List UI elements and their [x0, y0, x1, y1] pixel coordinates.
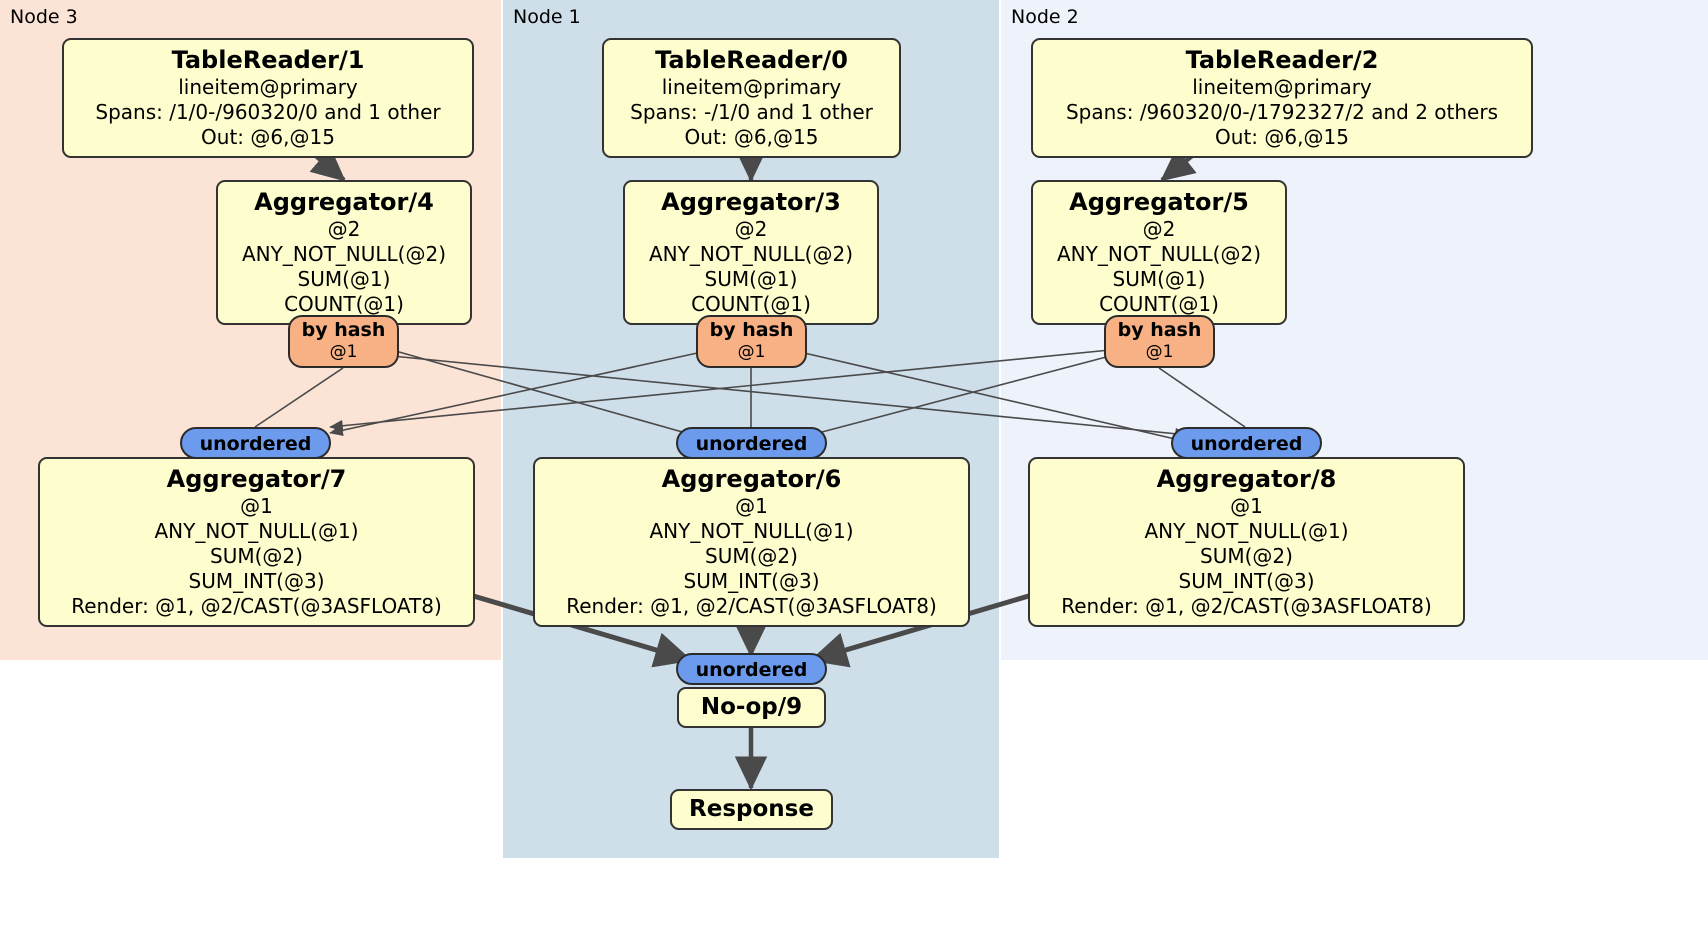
router-sublabel: @1 — [1145, 342, 1174, 362]
processor-detail-line: @2 — [327, 217, 361, 241]
processor-aggregator-7[interactable]: Aggregator/7 @1 ANY_NOT_NULL(@1) SUM(@2)… — [38, 457, 475, 627]
processor-title: TableReader/2 — [1185, 46, 1379, 74]
processor-detail-line: SUM(@2) — [705, 544, 798, 568]
processor-detail-line: Render: @1, @2/CAST(@3ASFLOAT8) — [71, 594, 442, 618]
processor-detail-line: Out: @6,@15 — [201, 125, 335, 149]
processor-detail-line: ANY_NOT_NULL(@1) — [1144, 519, 1349, 543]
processor-title: Aggregator/8 — [1156, 465, 1337, 493]
processor-detail-line: SUM(@2) — [210, 544, 303, 568]
processor-title: Response — [689, 796, 814, 822]
processor-detail-line: lineitem@primary — [661, 75, 842, 99]
processor-detail-line: ANY_NOT_NULL(@2) — [1057, 242, 1261, 266]
synchronizer-label: unordered — [1190, 433, 1303, 455]
router-by-hash-right[interactable]: by hash @1 — [1104, 315, 1215, 368]
processor-title: TableReader/1 — [171, 46, 365, 74]
processor-detail-line: @2 — [734, 217, 768, 241]
synchronizer-unordered-right[interactable]: unordered — [1171, 427, 1322, 459]
processor-detail-line: Spans: -/1/0 and 1 other — [630, 100, 873, 124]
processor-tablereader-1[interactable]: TableReader/1 lineitem@primary Spans: /1… — [62, 38, 474, 158]
processor-aggregator-6[interactable]: Aggregator/6 @1 ANY_NOT_NULL(@1) SUM(@2)… — [533, 457, 970, 627]
processor-detail-line: @1 — [735, 494, 768, 518]
processor-title: Aggregator/3 — [661, 188, 841, 216]
node-region-label-node3: Node 3 — [10, 6, 78, 28]
processor-title: Aggregator/5 — [1069, 188, 1249, 216]
processor-title: No-op/9 — [700, 694, 803, 720]
router-label: by hash — [1117, 319, 1202, 341]
node-region-label-node1: Node 1 — [513, 6, 581, 28]
processor-detail-line: SUM_INT(@3) — [683, 569, 820, 593]
processor-detail-line: SUM_INT(@3) — [188, 569, 325, 593]
processor-detail-line: COUNT(@1) — [691, 292, 811, 316]
node-region-label-node2: Node 2 — [1011, 6, 1079, 28]
processor-title: Aggregator/4 — [254, 188, 434, 216]
processor-detail-line: SUM(@1) — [1112, 267, 1206, 291]
processor-detail-line: SUM(@1) — [297, 267, 391, 291]
synchronizer-label: unordered — [199, 433, 312, 455]
router-label: by hash — [301, 319, 386, 341]
processor-detail-line: lineitem@primary — [178, 75, 358, 99]
processor-detail-line: ANY_NOT_NULL(@2) — [242, 242, 446, 266]
processor-detail-line: ANY_NOT_NULL(@1) — [649, 519, 854, 543]
processor-tablereader-0[interactable]: TableReader/0 lineitem@primary Spans: -/… — [602, 38, 901, 158]
router-sublabel: @1 — [737, 342, 766, 362]
processor-detail-line: SUM(@2) — [1200, 544, 1293, 568]
processor-detail-line: Out: @6,@15 — [1215, 125, 1349, 149]
router-by-hash-mid[interactable]: by hash @1 — [696, 315, 807, 368]
processor-tablereader-2[interactable]: TableReader/2 lineitem@primary Spans: /9… — [1031, 38, 1533, 158]
processor-aggregator-8[interactable]: Aggregator/8 @1 ANY_NOT_NULL(@1) SUM(@2)… — [1028, 457, 1465, 627]
synchronizer-label: unordered — [695, 433, 808, 455]
processor-detail-line: ANY_NOT_NULL(@1) — [154, 519, 359, 543]
router-by-hash-left[interactable]: by hash @1 — [288, 315, 399, 368]
router-sublabel: @1 — [329, 342, 358, 362]
processor-detail-line: COUNT(@1) — [1099, 292, 1219, 316]
synchronizer-unordered-final[interactable]: unordered — [676, 653, 827, 685]
processor-detail-line: Render: @1, @2/CAST(@3ASFLOAT8) — [566, 594, 937, 618]
processor-title: Aggregator/6 — [661, 465, 842, 493]
processor-aggregator-3[interactable]: Aggregator/3 @2 ANY_NOT_NULL(@2) SUM(@1)… — [623, 180, 879, 325]
synchronizer-unordered-left[interactable]: unordered — [180, 427, 331, 459]
processor-detail-line: COUNT(@1) — [284, 292, 404, 316]
processor-response[interactable]: Response — [670, 789, 833, 830]
processor-detail-line: SUM_INT(@3) — [1178, 569, 1315, 593]
synchronizer-label: unordered — [695, 659, 808, 681]
processor-title: Aggregator/7 — [166, 465, 347, 493]
processor-detail-line: Render: @1, @2/CAST(@3ASFLOAT8) — [1061, 594, 1432, 618]
processor-aggregator-4[interactable]: Aggregator/4 @2 ANY_NOT_NULL(@2) SUM(@1)… — [216, 180, 472, 325]
processor-title: TableReader/0 — [655, 46, 848, 74]
processor-detail-line: @2 — [1142, 217, 1176, 241]
processor-aggregator-5[interactable]: Aggregator/5 @2 ANY_NOT_NULL(@2) SUM(@1)… — [1031, 180, 1287, 325]
processor-detail-line: Spans: /960320/0-/1792327/2 and 2 others — [1065, 100, 1498, 124]
processor-detail-line: Out: @6,@15 — [684, 125, 819, 149]
processor-detail-line: SUM(@1) — [704, 267, 798, 291]
processor-detail-line: Spans: /1/0-/960320/0 and 1 other — [95, 100, 441, 124]
processor-detail-line: lineitem@primary — [1192, 75, 1372, 99]
synchronizer-unordered-mid[interactable]: unordered — [676, 427, 827, 459]
processor-detail-line: @1 — [1230, 494, 1263, 518]
processor-detail-line: @1 — [240, 494, 273, 518]
processor-noop-9[interactable]: No-op/9 — [677, 687, 826, 728]
router-label: by hash — [709, 319, 794, 341]
processor-detail-line: ANY_NOT_NULL(@2) — [649, 242, 853, 266]
